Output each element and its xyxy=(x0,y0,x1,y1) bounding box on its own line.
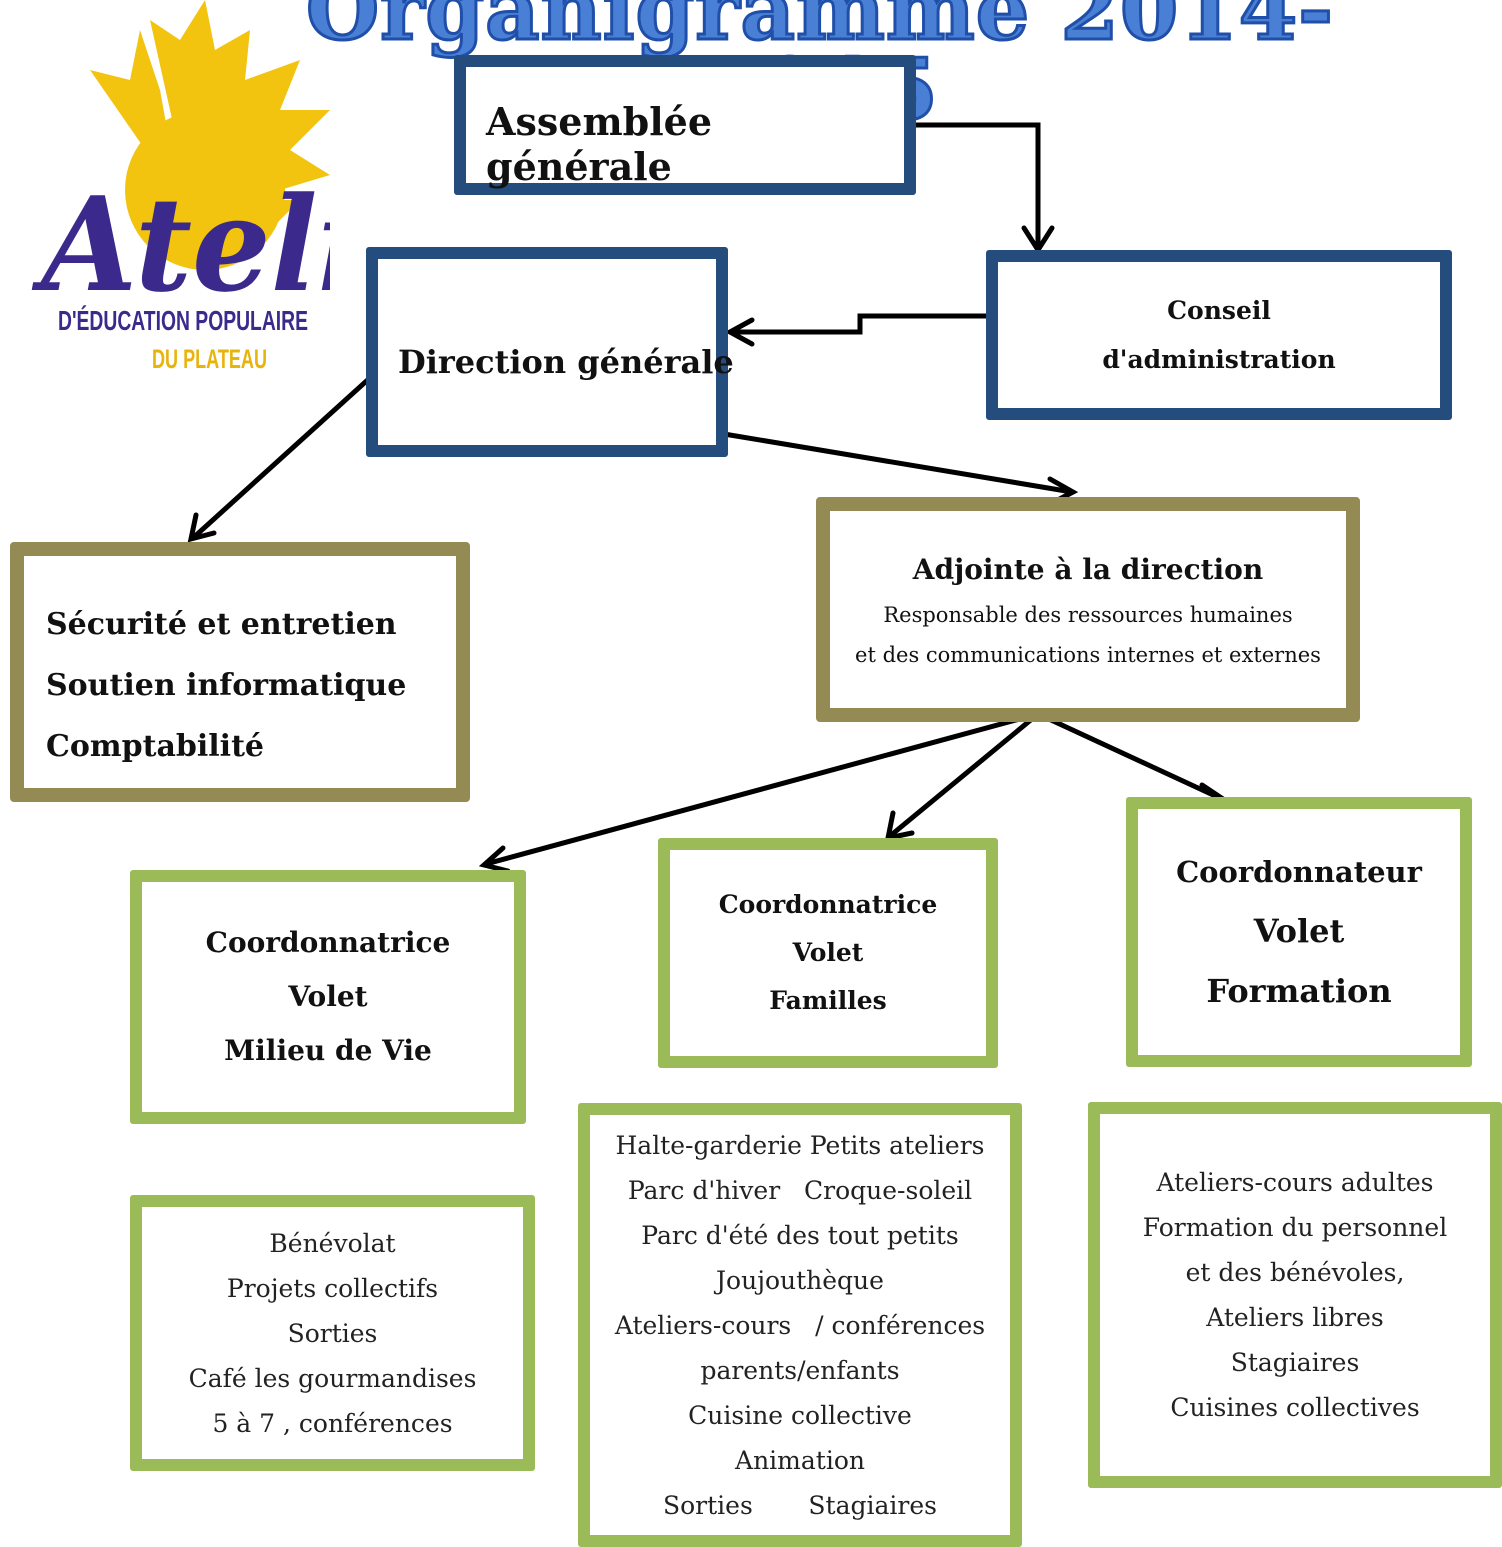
list-item: parents/enfants xyxy=(700,1355,900,1385)
milieu-line3: Milieu de Vie xyxy=(224,1034,432,1067)
list-item: Projets collectifs xyxy=(226,1273,439,1303)
adjointe-title: Adjointe à la direction xyxy=(912,552,1264,586)
list-item: Cuisines collectives xyxy=(1170,1393,1420,1422)
arrow-assemblee-to-conseil xyxy=(907,122,1041,251)
support-line-comptabilite: Comptabilité xyxy=(46,729,265,764)
list-item: Café les gourmandises xyxy=(188,1363,477,1393)
arrowhead-support xyxy=(187,512,217,543)
familles-line3: Familles xyxy=(769,986,887,1015)
list-item: Joujouthèque xyxy=(716,1265,884,1295)
arrow-direction-to-adjointe xyxy=(721,431,1075,495)
node-coordonnateur-formation: Coordonnateur Volet Formation xyxy=(1126,797,1472,1067)
adjointe-line2: et des communications internes et extern… xyxy=(855,642,1321,667)
node-assemblee-generale: Assemblée générale xyxy=(454,55,916,195)
list-formation: Ateliers-cours adultes Formation du pers… xyxy=(1088,1102,1502,1488)
list-item: Ateliers-cours / conférences xyxy=(614,1310,986,1340)
arrow-direction-to-support xyxy=(190,373,375,541)
familles-line2: Volet xyxy=(792,938,864,967)
milieu-line2: Volet xyxy=(288,980,368,1013)
node-adjointe-direction: Adjointe à la direction Responsable des … xyxy=(816,497,1360,722)
node-securite-soutien-comptabilite: Sécurité et entretien Soutien informatiq… xyxy=(10,542,470,802)
list-item: Sorties xyxy=(287,1318,378,1348)
formation-line1: Coordonnateur xyxy=(1176,855,1422,889)
familles-line1: Coordonnatrice xyxy=(718,890,938,919)
support-line-informatique: Soutien informatique xyxy=(46,668,407,703)
arrowhead-direction xyxy=(724,317,755,347)
list-item: Sorties Stagiaires xyxy=(663,1490,937,1520)
direction-label: Direction générale xyxy=(398,343,734,381)
list-milieu-de-vie: Bénévolat Projets collectifs Sorties Caf… xyxy=(130,1195,535,1471)
arrow-adjointe-to-formation xyxy=(1035,711,1227,803)
list-item: Parc d'hiver Croque-soleil xyxy=(627,1175,973,1205)
list-item: Halte-garderie Petits ateliers xyxy=(615,1130,985,1160)
logo-line2: DU PLATEAU xyxy=(152,344,267,374)
list-item: Stagiaires xyxy=(1230,1348,1360,1377)
list-item: et des bénévoles, xyxy=(1185,1258,1405,1287)
milieu-line1: Coordonnatrice xyxy=(205,926,451,959)
formation-line3: Formation xyxy=(1206,972,1392,1010)
list-item: Cuisine collective xyxy=(688,1400,912,1430)
list-item: Formation du personnel xyxy=(1142,1213,1448,1242)
list-item: Ateliers libres xyxy=(1206,1303,1384,1332)
node-coordonnatrice-milieu-de-vie: Coordonnatrice Volet Milieu de Vie xyxy=(130,870,526,1124)
list-item: Bénévolat xyxy=(269,1228,396,1258)
node-direction-generale: Direction générale xyxy=(366,247,734,457)
node-conseil-administration: Conseil d'administration xyxy=(986,250,1452,420)
adjointe-line1: Responsable des ressources humaines xyxy=(883,602,1293,627)
list-item: Ateliers-cours adultes xyxy=(1156,1168,1434,1197)
support-line-securite: Sécurité et entretien xyxy=(46,607,397,642)
arrow-conseil-to-direction xyxy=(730,313,995,335)
arrowhead-milieu xyxy=(478,845,511,874)
formation-line2: Volet xyxy=(1253,912,1345,950)
arrow-adjointe-to-familles xyxy=(887,711,1041,839)
logo-word: Ateliers xyxy=(32,168,330,321)
conseil-line1: Conseil xyxy=(1167,296,1271,325)
node-coordonnatrice-familles: Coordonnatrice Volet Familles xyxy=(658,838,998,1068)
conseil-line2: d'administration xyxy=(1102,345,1336,374)
arrow-adjointe-to-milieu xyxy=(483,711,1041,867)
logo-line1: D'ÉDUCATION POPULAIRE xyxy=(58,305,308,336)
ateliers-logo: Ateliers D'ÉDUCATION POPULAIRE DU PLATEA… xyxy=(32,0,330,374)
list-familles: Halte-garderie Petits ateliers Parc d'hi… xyxy=(578,1103,1022,1547)
sun-icon xyxy=(90,0,330,270)
list-item: Parc d'été des tout petits xyxy=(641,1220,959,1250)
list-item: 5 à 7 , conférences xyxy=(212,1408,453,1438)
assemblee-label: Assemblée générale xyxy=(486,99,713,189)
list-item: Animation xyxy=(735,1445,865,1475)
